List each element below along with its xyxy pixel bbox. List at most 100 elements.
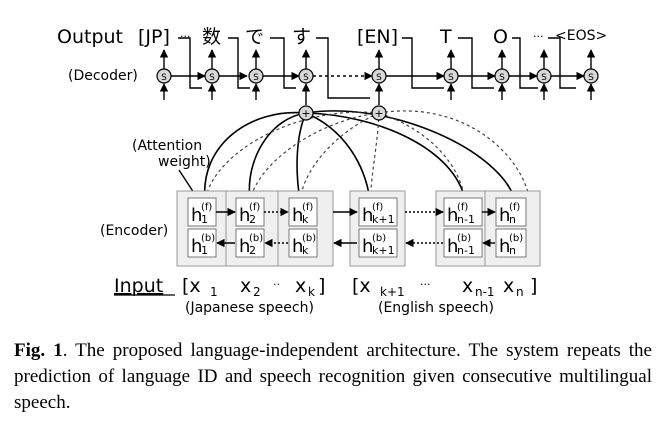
h-forward-2: h(f)2 xyxy=(239,202,260,226)
h-backward-1: h(b)1 xyxy=(191,233,215,257)
svg-text:(b): (b) xyxy=(457,233,471,244)
output-ellipsis: ··· xyxy=(180,30,191,43)
decoder-state-1 xyxy=(156,68,172,84)
token-de: で xyxy=(245,26,264,48)
decoder-state-8 xyxy=(536,68,552,84)
svg-text:h: h xyxy=(292,236,303,257)
decoder-state-6 xyxy=(443,68,459,84)
svg-text:[x: [x xyxy=(352,275,371,297)
svg-text:weight): weight) xyxy=(158,154,211,170)
attention-curves-solid xyxy=(203,110,516,201)
svg-text:n-1: n-1 xyxy=(475,285,495,299)
output-label: Output xyxy=(57,26,123,48)
decoder-state-9 xyxy=(583,68,599,84)
svg-text:S: S xyxy=(588,73,594,83)
svg-text:S: S xyxy=(161,73,167,83)
figure-label: Fig. 1 xyxy=(14,340,63,361)
svg-text:S: S xyxy=(209,73,215,83)
svg-text:2: 2 xyxy=(249,213,256,226)
h-backward-n1: h(b)n-1 xyxy=(447,233,475,257)
output-tokens: [JP] ··· 数 で す [EN] T O ··· <EOS> xyxy=(138,26,607,48)
figure-caption-text: . The proposed language-independent arch… xyxy=(14,340,652,413)
svg-text:··: ·· xyxy=(273,278,280,291)
svg-text:S: S xyxy=(253,73,259,83)
svg-text:(b): (b) xyxy=(372,233,386,244)
svg-text:]: ] xyxy=(530,275,537,297)
svg-text:h: h xyxy=(191,236,202,257)
svg-text:+: + xyxy=(301,107,310,120)
h-backward-n: h(b)n xyxy=(499,233,523,257)
svg-text:S: S xyxy=(541,73,547,83)
token-jp: [JP] xyxy=(138,26,170,48)
english-speech-caption: (English speech) xyxy=(378,300,494,316)
encoder-backward-row: h(b)1 h(b)2 h(b)k h(b)k+1 h(b)n-1 h(b)n xyxy=(191,233,523,257)
svg-text:x: x xyxy=(503,275,514,297)
svg-text:h: h xyxy=(191,205,202,226)
svg-text:]: ] xyxy=(318,275,325,297)
h-forward-1: h(f)1 xyxy=(191,202,212,226)
h-backward-2: h(b)2 xyxy=(239,233,263,257)
svg-text:2: 2 xyxy=(253,285,261,299)
svg-text:h: h xyxy=(447,205,458,226)
svg-text:(f): (f) xyxy=(457,202,468,213)
svg-text:(b): (b) xyxy=(302,233,316,244)
token-eos: <EOS> xyxy=(555,28,607,44)
encoder-forward-row: h(f)1 h(f)2 h(f)k h(f)k+1 h(f)n-1 h(f)n xyxy=(191,202,520,226)
attention-plus-nodes: + + xyxy=(298,105,387,121)
token-o: O xyxy=(493,26,508,48)
token-t: T xyxy=(439,26,452,48)
svg-text:h: h xyxy=(447,236,458,257)
svg-text:1: 1 xyxy=(210,285,218,299)
svg-text:[x: [x xyxy=(182,275,201,297)
svg-text:k+1: k+1 xyxy=(372,244,395,257)
svg-text:n: n xyxy=(509,244,516,257)
decoder-row: (Decoder) xyxy=(68,49,599,105)
decoder-state-3 xyxy=(248,68,264,84)
svg-text:n-1: n-1 xyxy=(457,213,475,226)
svg-text:S: S xyxy=(448,73,454,83)
svg-text:k: k xyxy=(308,285,315,299)
decoder-state-labels: S S S S S S S S S xyxy=(161,73,594,83)
svg-text:(Attention: (Attention xyxy=(132,138,202,154)
svg-text:(b): (b) xyxy=(509,233,523,244)
svg-text:(f): (f) xyxy=(201,202,212,213)
svg-text:h: h xyxy=(499,236,510,257)
svg-text:n: n xyxy=(516,285,524,299)
svg-text:(f): (f) xyxy=(372,202,383,213)
svg-text:1: 1 xyxy=(201,244,208,257)
svg-text:S: S xyxy=(303,73,309,83)
svg-text:(b): (b) xyxy=(249,233,263,244)
svg-text:···: ··· xyxy=(420,278,431,291)
h-backward-k1: h(b)k+1 xyxy=(362,233,395,257)
svg-text:h: h xyxy=(499,205,510,226)
decoder-state-2 xyxy=(204,68,220,84)
svg-text:k+1: k+1 xyxy=(380,285,405,299)
svg-text:k+1: k+1 xyxy=(372,213,395,226)
decoder-state-7 xyxy=(494,68,510,84)
svg-text:k: k xyxy=(302,213,309,226)
attention-label: (Attention weight) xyxy=(132,138,211,170)
token-suu: 数 xyxy=(202,26,221,48)
svg-text:n-1: n-1 xyxy=(457,244,475,257)
plus-node-2 xyxy=(371,105,387,121)
decoder-state-5 xyxy=(371,68,387,84)
encoder-cells xyxy=(187,197,527,258)
decoder-label: (Decoder) xyxy=(68,68,138,84)
svg-text:(b): (b) xyxy=(201,233,215,244)
decoder-state-nodes xyxy=(156,68,599,84)
svg-text:h: h xyxy=(239,236,250,257)
svg-text:n: n xyxy=(509,213,516,226)
svg-text:1: 1 xyxy=(201,213,208,226)
svg-text:x: x xyxy=(295,275,306,297)
input-label: Input xyxy=(114,275,163,297)
svg-text:x: x xyxy=(462,275,473,297)
figure-caption: Fig. 1. The proposed language-independen… xyxy=(14,338,652,416)
encoder-label: (Encoder) xyxy=(100,223,168,239)
h-forward-k: h(f)k xyxy=(292,202,313,226)
decoder-state-4 xyxy=(298,68,314,84)
decoder-feedback-lines xyxy=(178,37,576,99)
svg-text:h: h xyxy=(239,205,250,226)
encoder-arrows xyxy=(216,207,496,248)
output-ellipsis-2: ··· xyxy=(533,30,544,43)
svg-text:h: h xyxy=(362,236,373,257)
